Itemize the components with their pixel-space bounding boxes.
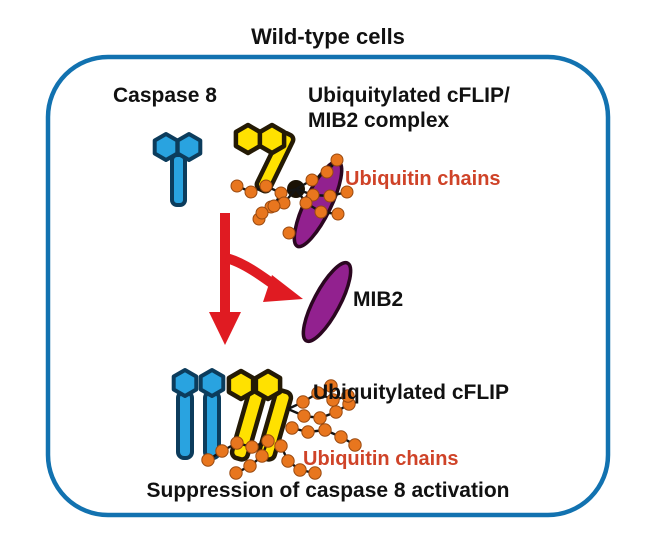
label-ubiquitin-chains-bottom: Ubiquitin chains (303, 448, 459, 470)
cflip-mib2-complex (230, 125, 354, 249)
label-cflip-mib2-complex: Ubiquitylated cFLIP/ MIB2 complex (308, 84, 510, 132)
label-suppression-of-caspase-8-activation: Suppression of caspase 8 activation (146, 479, 510, 502)
arrow-branch-to-mib2 (224, 253, 303, 302)
ubiquitin-nodes-bottom (201, 379, 362, 480)
ubiquitin-nodes-complex (230, 153, 354, 240)
figure-title: Wild-type cells (251, 24, 405, 49)
mib2-released (301, 260, 353, 344)
caspase8-molecule-top (152, 132, 203, 207)
label-ubiquitin-chains-top: Ubiquitin chains (345, 168, 501, 190)
label-ubiquitylated-cflip: Ubiquitylated cFLIP (313, 381, 510, 404)
arrow-down (209, 213, 241, 345)
label-caspase-8: Caspase 8 (113, 84, 217, 107)
bottom-cflip-caspase-complex (171, 368, 362, 480)
label-mib2: MIB2 (353, 288, 404, 311)
reaction-arrows (209, 213, 303, 345)
